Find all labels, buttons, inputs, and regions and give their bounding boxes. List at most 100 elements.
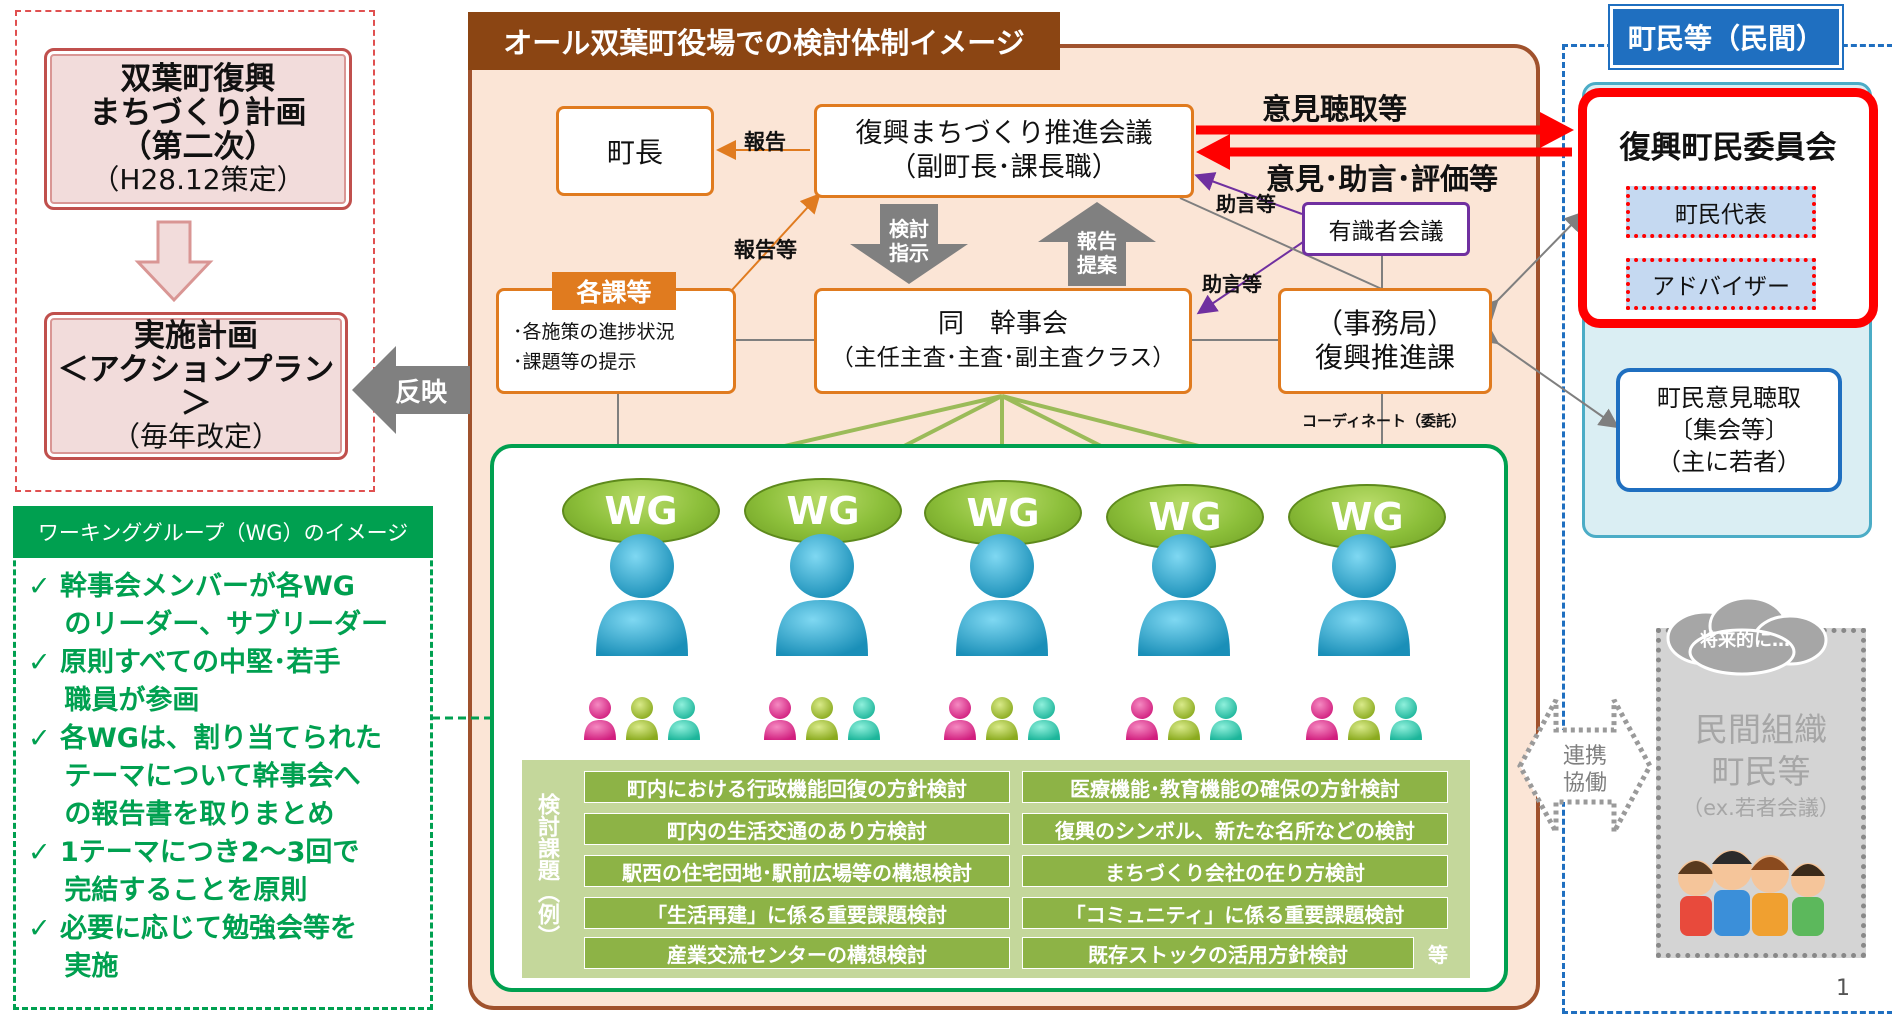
- future-cloud-shape: [1666, 596, 1828, 676]
- wg-ellipse-2: WG: [744, 478, 902, 544]
- coordinate-label: コーディネート（委託）: [1302, 412, 1466, 430]
- advisor-box: アドバイザー: [1626, 258, 1816, 310]
- divisions-item1: ･各施策の進捗状況: [513, 321, 675, 343]
- secretariat-line2: 復興推進課: [1314, 341, 1455, 374]
- residents-header: 町民等（民間）: [1608, 4, 1844, 70]
- propose-label: 報告 提案: [1058, 224, 1136, 282]
- plan-title-line2: まちづくり計画: [89, 95, 307, 131]
- instruct-label: 検討 指示: [870, 212, 948, 270]
- main-title: オール双葉町役場での検討体制イメージ: [468, 12, 1060, 70]
- mayor-box: 町長: [556, 106, 714, 196]
- plan-title-line1: 双葉町復興: [120, 61, 276, 97]
- advisor-label: アドバイザー: [1652, 274, 1790, 300]
- instruct-label-2: 指示: [889, 241, 929, 265]
- wg-image-title: ワーキンググループ（WG）のイメージ: [13, 506, 433, 558]
- propose-arrow: [1038, 202, 1156, 286]
- divisions-item2: ･課題等の提示: [513, 351, 637, 373]
- wg-image-item: ✓ 原則すべての中堅･若手: [28, 647, 341, 678]
- promotion-council-box: 復興まちづくり推進会議 （副町長･課長職）: [814, 104, 1194, 198]
- mayor-label: 町長: [606, 136, 663, 169]
- topic-cell: 町内における行政機能回復の方針検討: [584, 771, 1010, 803]
- coop-label: 連携 協働: [1550, 742, 1620, 798]
- action-line3: （毎年改定）: [111, 420, 280, 453]
- topics-side-label-text: 検討課題（例）: [534, 793, 559, 947]
- secretariat-line1: （事務局）: [1314, 307, 1455, 340]
- propose-label-1: 報告: [1077, 229, 1117, 253]
- topics-etc-label: 等: [1428, 942, 1448, 967]
- opinion-advice-label: 意見･助言･評価等: [1266, 162, 1499, 196]
- action-line1: 実施計画: [134, 318, 258, 354]
- page-number: 1: [1836, 976, 1850, 1001]
- private-line1: 民間組織: [1695, 710, 1827, 749]
- wg-image-item: 実施: [28, 951, 119, 982]
- instruct-label-1: 検討: [889, 217, 929, 241]
- hearing-line1: 町民意見聴取: [1657, 384, 1801, 412]
- topic-cell: 町内の生活交通のあり方検討: [584, 813, 1010, 845]
- wg-image-item: ✓ 1テーマにつき2～3回で: [28, 837, 360, 868]
- wg-label: WG: [966, 491, 1040, 535]
- wg-label: WG: [604, 489, 678, 533]
- wg-image-item: 職員が参画: [28, 685, 200, 716]
- wg-image-item: ✓ 必要に応じて勉強会等を: [28, 913, 358, 944]
- hearing-line3: （主に若者）: [1657, 448, 1801, 476]
- plan-title-line4: （H28.12策定）: [91, 163, 305, 196]
- council-line2: （副町長･課長職）: [889, 152, 1119, 183]
- topic-cell: まちづくり会社の在り方検討: [1022, 855, 1448, 887]
- wg-image-list: ✓ 幹事会メンバーが各WG のリーダー、サブリーダー ✓ 原則すべての中堅･若手…: [28, 568, 428, 986]
- topic-cell: 「生活再建」に係る重要課題検討: [584, 897, 1010, 929]
- report-label: 報告: [744, 130, 786, 154]
- secretariat-box: （事務局） 復興推進課: [1278, 288, 1492, 394]
- divisions-title: 各課等: [552, 272, 676, 310]
- action-line2: ＜アクションプラン＞: [57, 352, 335, 422]
- opinion-hearing-label: 意見聴取等: [1262, 92, 1408, 126]
- advice-label-1: 助言等: [1216, 192, 1276, 216]
- wg-image-item: の報告書を取りまとめ: [28, 799, 335, 830]
- resident-hearing-box: 町民意見聴取 〔集会等〕 （主に若者）: [1616, 368, 1842, 492]
- wg-label: WG: [786, 489, 860, 533]
- report-etc-label: 報告等: [734, 238, 797, 262]
- coop-line1: 連携: [1562, 744, 1607, 769]
- topic-cell: 医療機能･教育機能の確保の方針検討: [1022, 771, 1448, 803]
- instruct-arrow: [850, 204, 968, 284]
- propose-label-2: 提案: [1077, 253, 1117, 277]
- plan-title-line3: （第二次）: [120, 129, 276, 165]
- wg-image-item: ✓ 幹事会メンバーが各WG: [28, 571, 355, 602]
- reflect-arrow: [352, 346, 470, 434]
- private-line3: （ex.若者会議）: [1682, 796, 1840, 820]
- topic-cell: 産業交流センターの構想検討: [584, 937, 1010, 969]
- experts-box: 有識者会議: [1302, 202, 1470, 256]
- wg-ellipse-1: WG: [562, 478, 720, 544]
- council-line1: 復興まちづくり推進会議: [855, 118, 1153, 149]
- reconstruction-plan-box: 双葉町復興 まちづくり計画 （第二次） （H28.12策定）: [44, 48, 352, 210]
- executive-line2: （主任主査･主査･副主査クラス）: [830, 345, 1176, 371]
- wg-ellipse-3: WG: [924, 480, 1082, 546]
- private-line2: 町民等: [1711, 752, 1811, 791]
- action-plan-box: 実施計画 ＜アクションプラン＞ （毎年改定）: [44, 312, 348, 460]
- executive-line1: 同 幹事会: [937, 309, 1068, 339]
- reflect-label: 反映: [394, 377, 447, 408]
- wg-image-item: テーマについて幹事会へ: [28, 761, 361, 792]
- hearing-line2: 〔集会等〕: [1669, 416, 1789, 444]
- wg-label: WG: [1330, 495, 1404, 539]
- topic-cell: 「コミュニティ」に係る重要課題検討: [1022, 897, 1448, 929]
- plan-down-arrow: [134, 220, 214, 303]
- topic-cell: 既存ストックの活用方針検討: [1022, 937, 1414, 969]
- resident-rep-box: 町民代表: [1626, 186, 1816, 238]
- advice-label-2: 助言等: [1202, 272, 1262, 296]
- topic-cell: 復興のシンボル、新たな名所などの検討: [1022, 813, 1448, 845]
- future-cloud-label: 将来的に…: [1700, 630, 1790, 651]
- coop-arrow: [1517, 698, 1653, 834]
- topics-side-label: 検討課題（例）: [526, 770, 566, 970]
- wg-label: WG: [1148, 495, 1222, 539]
- topic-cell: 駅西の住宅団地･駅前広場等の構想検討: [584, 855, 1010, 887]
- experts-label: 有識者会議: [1328, 219, 1444, 245]
- wg-image-item: のリーダー、サブリーダー: [28, 609, 389, 640]
- executive-box: 同 幹事会 （主任主査･主査･副主査クラス）: [814, 288, 1192, 394]
- wg-image-item: 完結することを原則: [28, 875, 308, 906]
- wg-image-item: ✓ 各WGは、割り当てられた: [28, 723, 382, 754]
- committee-title: 復興町民委員会: [1619, 129, 1837, 166]
- youth-group-illustration: [1678, 850, 1825, 936]
- resident-rep-label: 町民代表: [1675, 202, 1767, 228]
- coop-line2: 協働: [1562, 771, 1607, 796]
